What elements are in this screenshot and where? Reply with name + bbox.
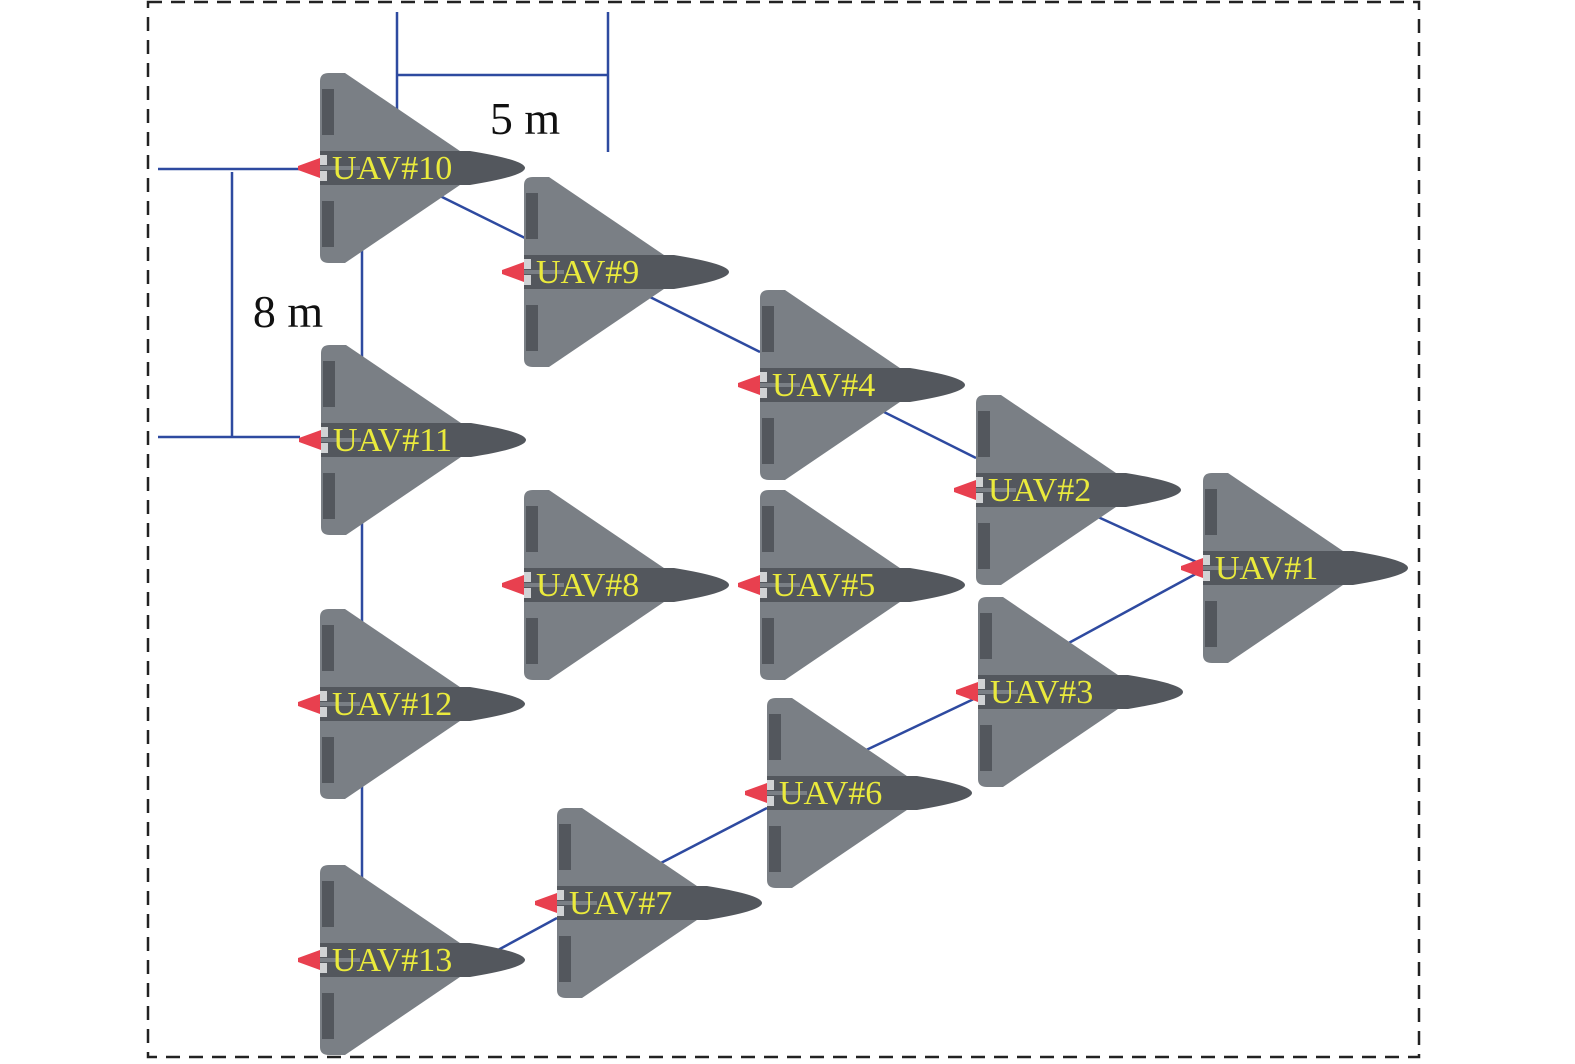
uav-panel (762, 306, 774, 352)
uav-fuselage (320, 943, 525, 977)
uav-panel (769, 826, 781, 872)
uav-panel (1205, 601, 1217, 647)
thruster-icon (298, 158, 320, 178)
thruster-icon (956, 682, 978, 702)
uav-group: UAV#1 UAV#2 UAV#3 UAV#4 (298, 73, 1408, 1055)
thruster-icon (502, 575, 524, 595)
thruster-icon (738, 375, 760, 395)
uav-5: UAV#5 (738, 490, 965, 680)
link-6-7 (656, 806, 768, 867)
uav-11: UAV#11 (299, 345, 526, 535)
uav-label: UAV#8 (536, 567, 639, 604)
thruster-icon (299, 430, 321, 450)
uav-panel (1205, 489, 1217, 535)
uav-panel (526, 305, 538, 351)
dimension-5m-label: 5 m (490, 93, 561, 144)
uav-10: UAV#10 (298, 73, 525, 263)
uav-fuselage (524, 255, 729, 289)
uav-fuselage (767, 776, 972, 810)
uav-panel (323, 473, 335, 519)
uav-label: UAV#4 (772, 367, 875, 404)
uav-panel (980, 613, 992, 659)
uav-panel (322, 201, 334, 247)
uav-label: UAV#12 (332, 686, 452, 723)
uav-panel (526, 506, 538, 552)
dimension-8m: 8 m (158, 167, 324, 439)
thruster-icon (298, 950, 320, 970)
uav-panel (559, 824, 571, 870)
uav-panel (980, 725, 992, 771)
communication-links (360, 194, 1204, 952)
uav-8: UAV#8 (502, 490, 729, 680)
uav-13: UAV#13 (298, 865, 525, 1055)
uav-label: UAV#13 (332, 942, 452, 979)
uav-panel (322, 881, 334, 927)
uav-panel (762, 418, 774, 464)
uav-fuselage (321, 423, 526, 457)
uav-panel (978, 523, 990, 569)
uav-label: UAV#6 (779, 775, 882, 812)
uav-9: UAV#9 (502, 177, 729, 367)
link-2-1 (1097, 515, 1204, 567)
link-4-2 (879, 408, 977, 460)
uav-panel (762, 618, 774, 664)
thruster-icon (738, 575, 760, 595)
uav-label: UAV#2 (988, 472, 1091, 509)
uav-fuselage (524, 568, 729, 602)
uav-panel (322, 737, 334, 783)
link-7-13 (497, 916, 558, 952)
uav-7: UAV#7 (535, 808, 762, 998)
uav-panel (978, 411, 990, 457)
uav-panel (323, 361, 335, 407)
thruster-icon (1181, 558, 1203, 578)
link-1-3 (1064, 568, 1204, 647)
dimension-8m-label: 8 m (253, 286, 324, 337)
uav-panel (322, 993, 334, 1039)
uav-fuselage (760, 568, 965, 602)
link-10-9 (439, 194, 526, 240)
link-3-6 (861, 695, 979, 754)
uav-panel (526, 193, 538, 239)
uav-label: UAV#3 (990, 674, 1093, 711)
uav-fuselage (557, 886, 762, 920)
uav-4: UAV#4 (738, 290, 965, 480)
thruster-icon (745, 783, 767, 803)
uav-3: UAV#3 (956, 597, 1183, 787)
uav-panel (769, 714, 781, 760)
thruster-icon (502, 262, 524, 282)
uav-label: UAV#9 (536, 254, 639, 291)
uav-label: UAV#1 (1215, 550, 1318, 587)
uav-panel (322, 89, 334, 135)
thruster-icon (298, 694, 320, 714)
uav-panel (559, 936, 571, 982)
uav-panel (526, 618, 538, 664)
uav-label: UAV#7 (569, 885, 672, 922)
uav-fuselage (978, 675, 1183, 709)
thruster-icon (954, 480, 976, 500)
uav-2: UAV#2 (954, 395, 1181, 585)
link-9-4 (649, 295, 761, 354)
uav-panel (762, 506, 774, 552)
uav-panel (322, 625, 334, 671)
uav-fuselage (1203, 551, 1408, 585)
uav-label: UAV#11 (333, 422, 452, 459)
uav-1: UAV#1 (1181, 473, 1408, 663)
thruster-icon (535, 893, 557, 913)
uav-fuselage (976, 473, 1181, 507)
dashed-border (146, 0, 1421, 1059)
uav-label: UAV#5 (772, 567, 875, 604)
uav-fuselage (760, 368, 965, 402)
uav-fuselage (320, 687, 525, 721)
uav-label: UAV#10 (332, 150, 452, 187)
uav-6: UAV#6 (745, 698, 972, 888)
uav-fuselage (320, 151, 525, 185)
uav-12: UAV#12 (298, 609, 525, 799)
